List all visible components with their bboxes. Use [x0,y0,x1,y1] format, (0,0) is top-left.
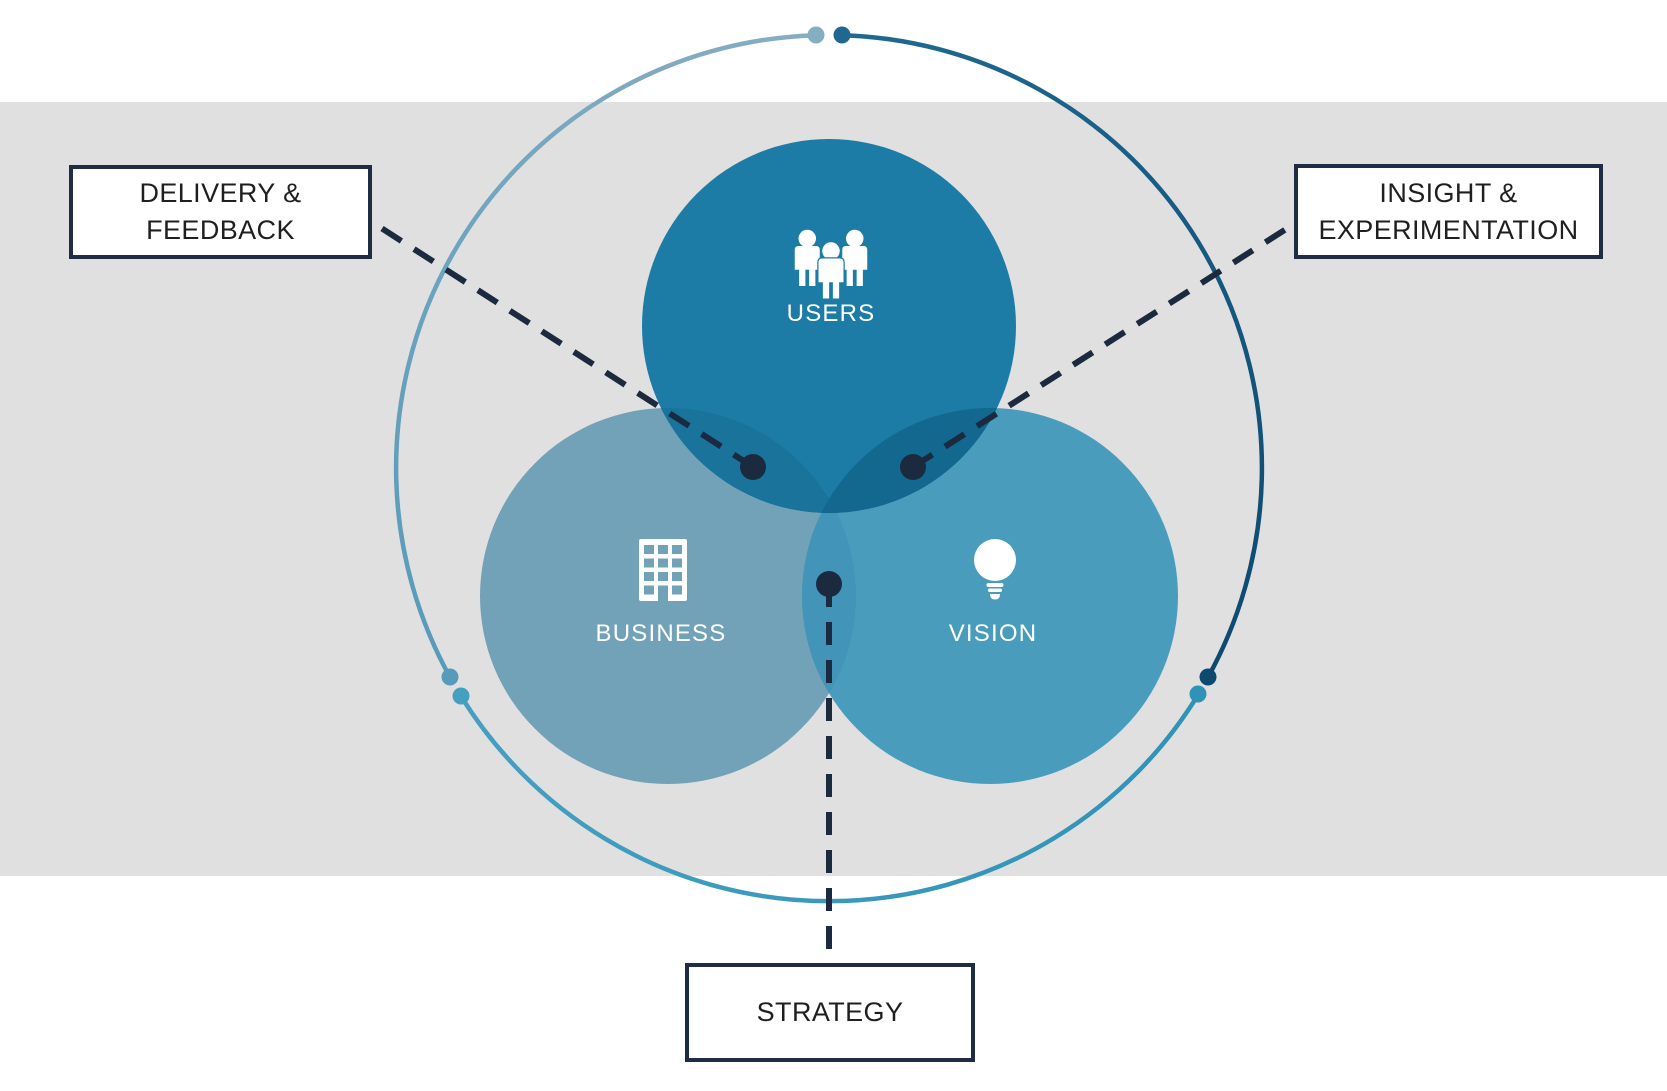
strategy-callout: STRATEGY [685,963,975,1062]
ring-dot-top-light [807,26,825,44]
lightbulb-icon [974,539,1016,600]
callout-label-line: INSIGHT & [1379,177,1518,208]
insight-experimentation-callout: INSIGHT & EXPERIMENTATION [1294,164,1603,259]
callout-label-line: FEEDBACK [146,215,295,245]
vision-label: VISION [949,620,1038,647]
outer-ring-arc-light [393,32,817,678]
vision-circle [802,408,1178,784]
users-label: USERS [787,300,876,327]
outer-ring-arc-dark [841,32,1265,678]
ring-dot-top-dark [833,26,851,44]
connector-dot-users-business [740,454,766,480]
connector-dot-business-vision [816,571,842,597]
users-circle [642,139,1016,513]
venn-circles [480,139,1178,784]
ring-dot-right-dark [1199,668,1217,686]
ring-dot-right-teal [1189,685,1207,703]
connector-dots [740,454,926,597]
people-icon [794,229,868,300]
ring-dot-left-light [441,668,459,686]
callout-label-line: STRATEGY [756,997,904,1028]
callout-label-line: DELIVERY & [139,178,302,209]
building-icon [639,539,687,601]
connector-dot-users-vision [900,454,926,480]
business-label: BUSINESS [596,620,727,647]
delivery-feedback-callout: DELIVERY & FEEDBACK [69,165,372,259]
connectors [373,221,1296,962]
callout-label-line: EXPERIMENTATION [1318,214,1579,245]
ring-dot-left-teal [452,687,470,705]
